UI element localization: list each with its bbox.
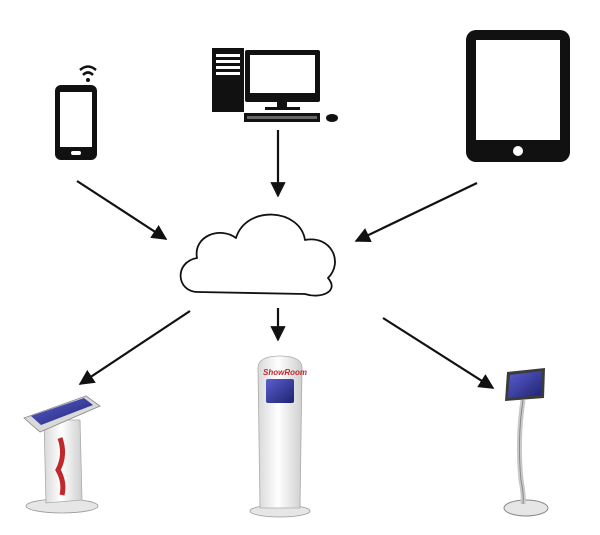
stand-display-icon	[503, 368, 549, 517]
arrow-tablet-to-cloud	[354, 182, 478, 242]
cloud-icon	[179, 213, 336, 297]
arrows	[76, 130, 495, 389]
desktop-computer-icon	[212, 48, 338, 122]
wifi-icon	[79, 65, 97, 71]
arrow-cloud-to-podium-kiosk	[78, 310, 191, 385]
arrow-cloud-to-stand-display	[382, 317, 495, 389]
podium-kiosk-icon	[23, 395, 101, 514]
totem-kiosk-icon: ShowRoom	[249, 355, 311, 518]
smartphone-icon	[55, 65, 97, 160]
tablet-icon	[466, 30, 570, 162]
arrow-smartphone-to-cloud	[76, 180, 168, 240]
totem-brand-logo: ShowRoom	[263, 368, 307, 377]
